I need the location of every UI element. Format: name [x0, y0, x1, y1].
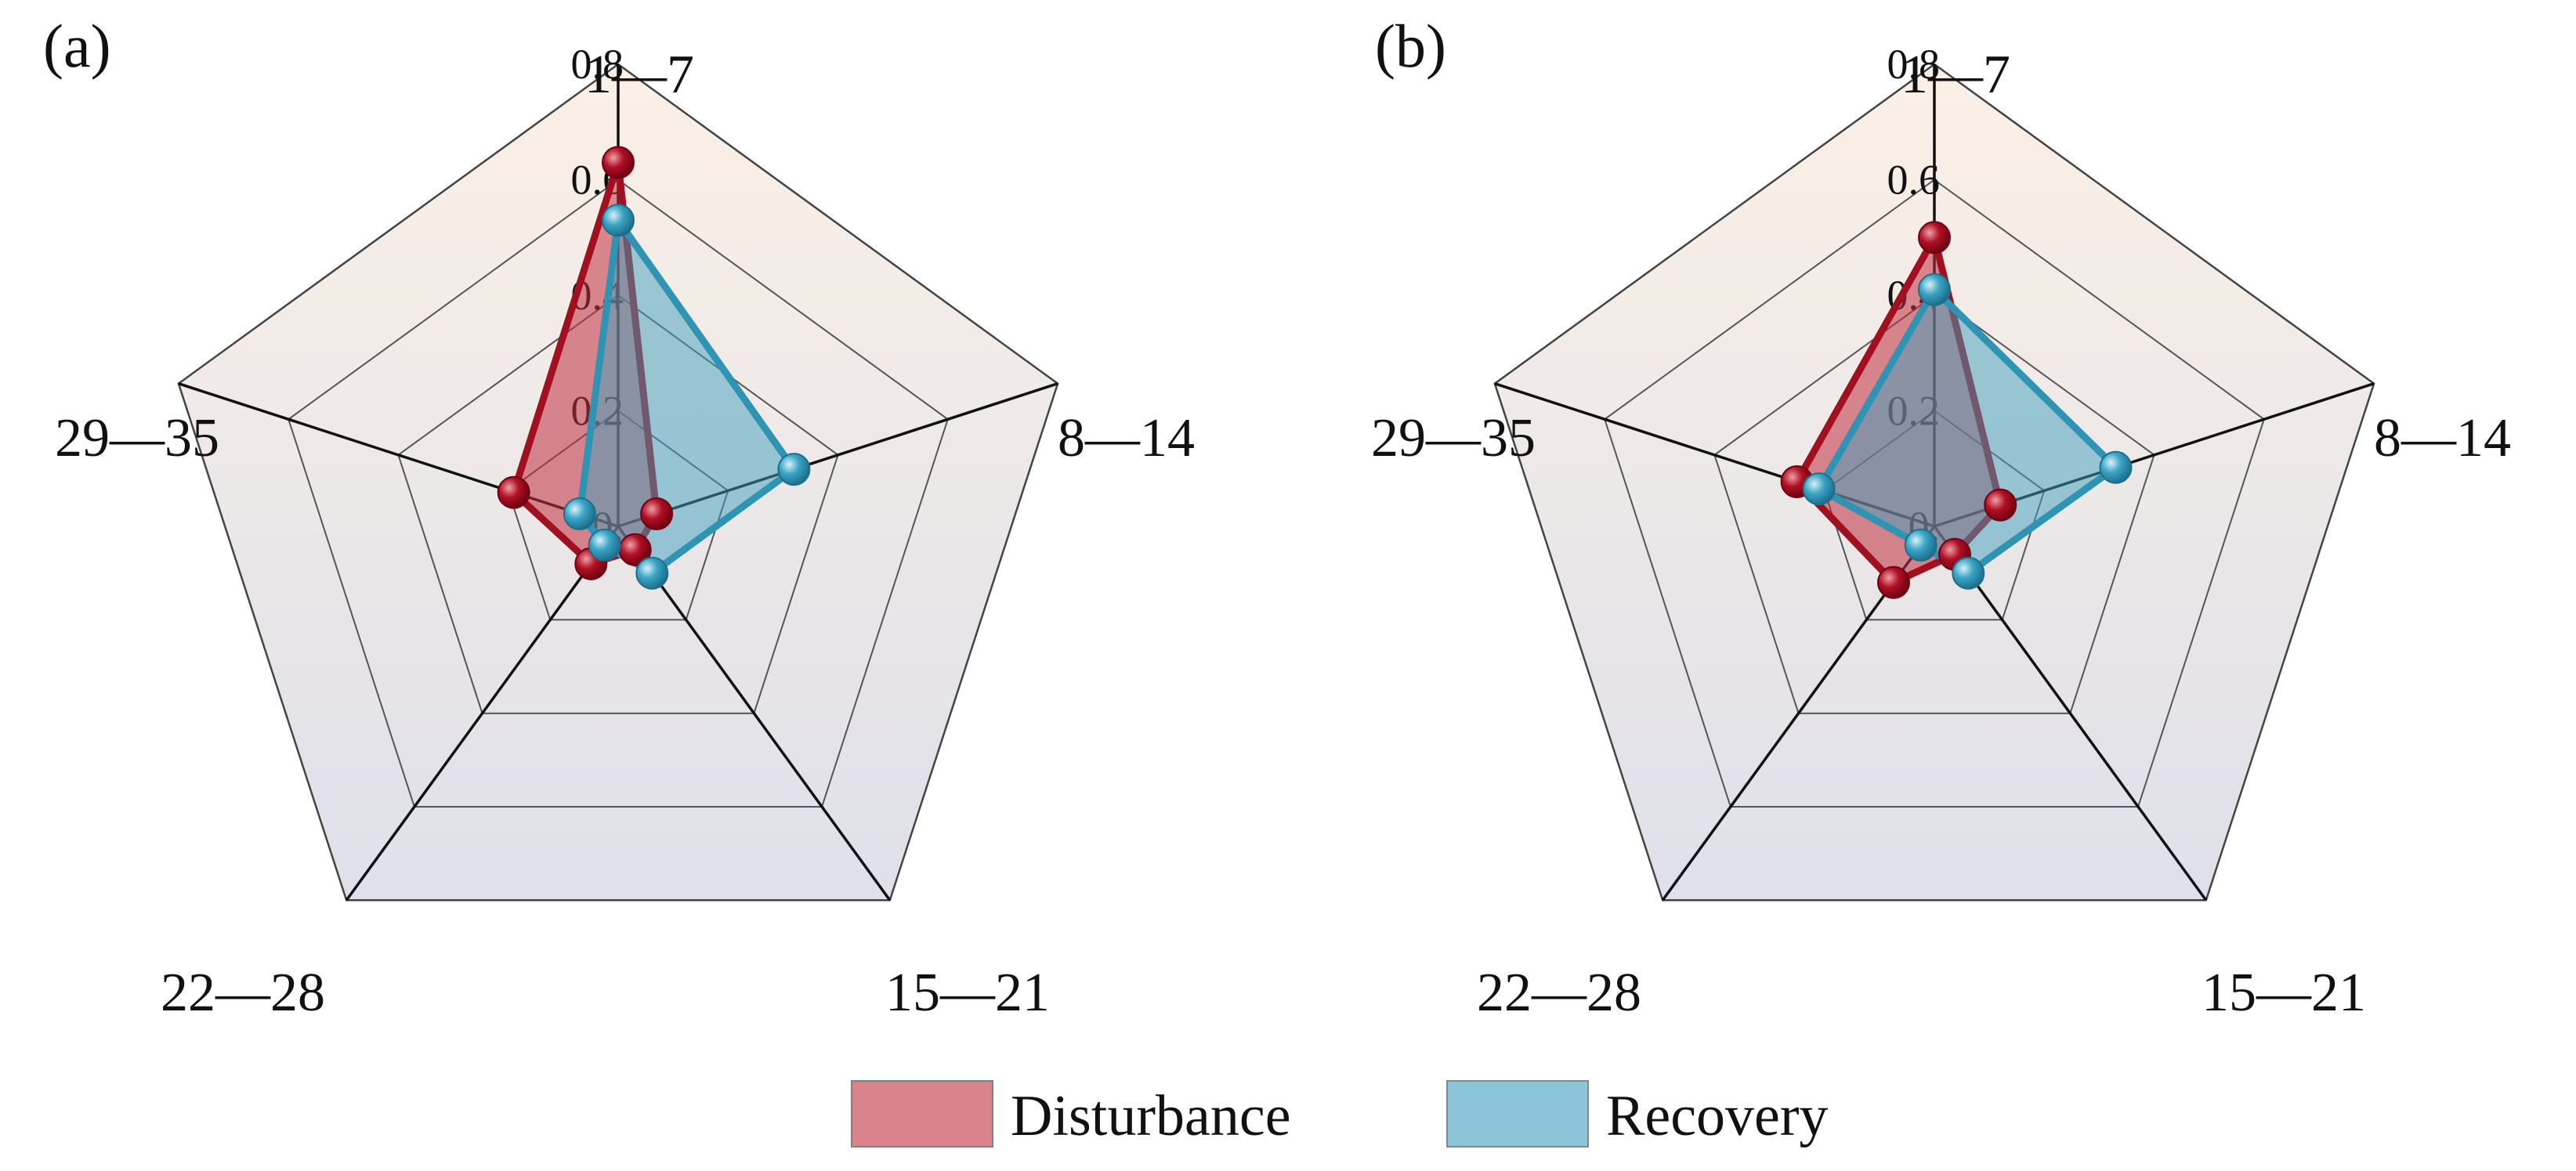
data-point-disturbance [1984, 488, 2017, 522]
legend: Disturbance Recovery [851, 1080, 1829, 1148]
legend-label-disturbance: Disturbance [1011, 1084, 1291, 1148]
axis-label-8-14: 8—14 [2374, 408, 2511, 468]
data-point-disturbance [602, 146, 635, 179]
data-point-recovery [1802, 472, 1836, 506]
data-point-recovery [1952, 556, 1985, 590]
axis-label-22-28: 22—28 [161, 963, 325, 1023]
data-point-recovery [1918, 273, 1951, 306]
legend-item-recovery: Recovery [1446, 1080, 1829, 1148]
grid-ring [397, 294, 839, 714]
axis-spoke [617, 525, 892, 902]
grid-ring [288, 179, 949, 808]
grid-ring [1493, 63, 2375, 902]
legend-swatch-recovery [1446, 1080, 1589, 1148]
data-point-recovery [602, 204, 635, 237]
tick-label: 0.8 [571, 41, 624, 88]
data-point-recovery [588, 528, 621, 562]
axis-label-15-21: 15—21 [885, 963, 1050, 1023]
tick-label: 0.8 [1887, 41, 1941, 88]
radar-panel-a: (a) 0.0.20.40.60.8 1—7 8—14 15—21 22—28 … [43, 12, 1195, 1023]
axis-label-29-35: 29—35 [1371, 408, 1536, 468]
data-point-disturbance [1918, 221, 1951, 255]
data-point-recovery [563, 497, 596, 530]
axis-label-1-7: 1—7 [1901, 45, 2010, 105]
legend-swatch-disturbance [851, 1080, 993, 1148]
axis-label-29-35: 29—35 [55, 408, 219, 468]
legend-item-disturbance: Disturbance [851, 1080, 1291, 1148]
legend-label-recovery: Recovery [1606, 1084, 1829, 1148]
tick-label: 0.6 [1887, 157, 1941, 204]
panel-label-a: (a) [43, 12, 111, 80]
data-point-disturbance [1877, 566, 1910, 599]
axis-spoke [345, 525, 620, 902]
axis-label-22-28: 22—28 [1477, 963, 1641, 1023]
grid-ring [177, 63, 1059, 902]
data-point-recovery [2099, 450, 2133, 484]
grid-ring [1604, 179, 2265, 808]
data-point-disturbance [640, 497, 674, 530]
panel-label-b: (b) [1375, 12, 1446, 80]
data-point-disturbance [497, 475, 530, 509]
axis-spoke [1933, 525, 2208, 902]
axis-label-1-7: 1—7 [584, 45, 694, 105]
data-point-recovery [635, 556, 669, 590]
axis-label-15-21: 15—21 [2202, 963, 2366, 1023]
radar-panel-b: (b) 0.0.20.40.60.8 1—7 8—14 15—21 22—28 … [1371, 12, 2511, 1023]
grid-ring [1713, 294, 2155, 714]
data-point-recovery [1904, 528, 1937, 562]
data-point-recovery [777, 453, 811, 486]
axis-label-8-14: 8—14 [1058, 408, 1195, 468]
